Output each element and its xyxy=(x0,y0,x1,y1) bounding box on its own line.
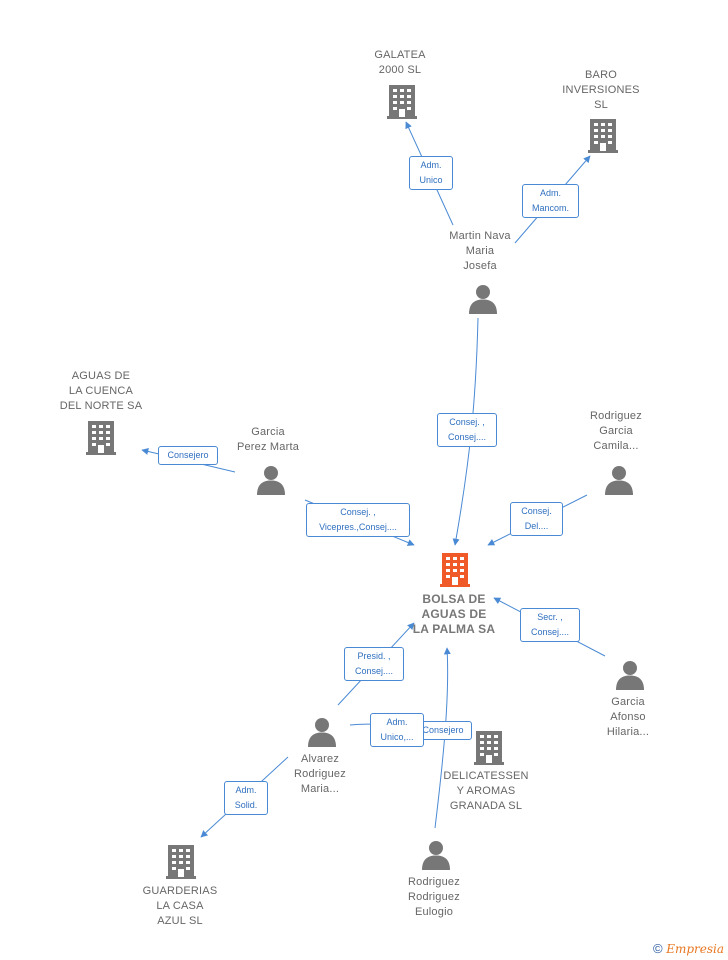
rodriguez-eulogio-label[interactable]: Rodriguez Rodriguez Eulogio xyxy=(408,876,460,918)
eulogio-person-icon[interactable] xyxy=(422,841,450,870)
guarderias-label[interactable]: GUARDERIAS LA CASA AZUL SL xyxy=(142,885,218,927)
garcia-afonso-person-icon[interactable] xyxy=(616,661,644,690)
edge-label-adm-solid: Adm. Solid. xyxy=(224,781,268,815)
edge-label-consej-vicepres: Consej. , Vicepres.,Consej.... xyxy=(306,503,410,537)
baro-label[interactable]: BARO INVERSIONES SL xyxy=(562,69,640,111)
delicatessen-building-icon[interactable] xyxy=(474,731,504,765)
edge-label-adm-mancom: Adm. Mancom. xyxy=(522,184,579,218)
edge-label-secr-consej: Secr. , Consej.... xyxy=(520,608,580,642)
delicatessen-label[interactable]: DELICATESSEN Y AROMAS GRANADA SL xyxy=(443,770,529,812)
garcia-perez-person-icon[interactable] xyxy=(257,466,285,495)
aguas-cuenca-label[interactable]: AGUAS DE LA CUENCA DEL NORTE SA xyxy=(59,370,143,412)
galatea-label[interactable]: GALATEA 2000 SL xyxy=(374,49,426,76)
aguas-building-icon[interactable] xyxy=(86,421,116,455)
edge-label-consej-del: Consej. Del.... xyxy=(510,502,563,536)
garcia-perez-label[interactable]: Garcia Perez Marta xyxy=(236,426,300,453)
edge-label-adm-unico-alvarez: Adm. Unico,... xyxy=(370,713,424,747)
edge-label-adm-unico: Adm. Unico xyxy=(409,156,453,190)
copyright-symbol: © xyxy=(652,941,663,956)
copyright: © Empresia xyxy=(653,941,724,956)
martin-person-icon[interactable] xyxy=(469,285,497,314)
edge-label-consej-martin: Consej. , Consej.... xyxy=(437,413,497,447)
garcia-afonso-label[interactable]: Garcia Afonso Hilaria... xyxy=(606,696,650,738)
guarderias-building-icon[interactable] xyxy=(166,845,196,879)
galatea-building-icon[interactable] xyxy=(387,85,417,119)
baro-building-icon[interactable] xyxy=(588,119,618,153)
bolsa-label[interactable]: BOLSA DE AGUAS DE LA PALMA SA xyxy=(412,592,496,636)
bolsa-building-icon[interactable] xyxy=(440,553,470,587)
edge-label-presid-consej: Presid. , Consej.... xyxy=(344,647,404,681)
empresia-logo[interactable]: Empresia xyxy=(666,942,724,956)
alvarez-person-icon[interactable] xyxy=(308,718,336,747)
edge-label-consejero-garcia: Consejero xyxy=(158,446,218,465)
rodriguez-garcia-label[interactable]: Rodriguez Garcia Camila... xyxy=(590,410,642,452)
martin-label[interactable]: Martin Nava Maria Josefa xyxy=(449,230,511,272)
rodriguez-garcia-person-icon[interactable] xyxy=(605,466,633,495)
alvarez-label[interactable]: Alvarez Rodriguez Maria... xyxy=(294,753,346,795)
